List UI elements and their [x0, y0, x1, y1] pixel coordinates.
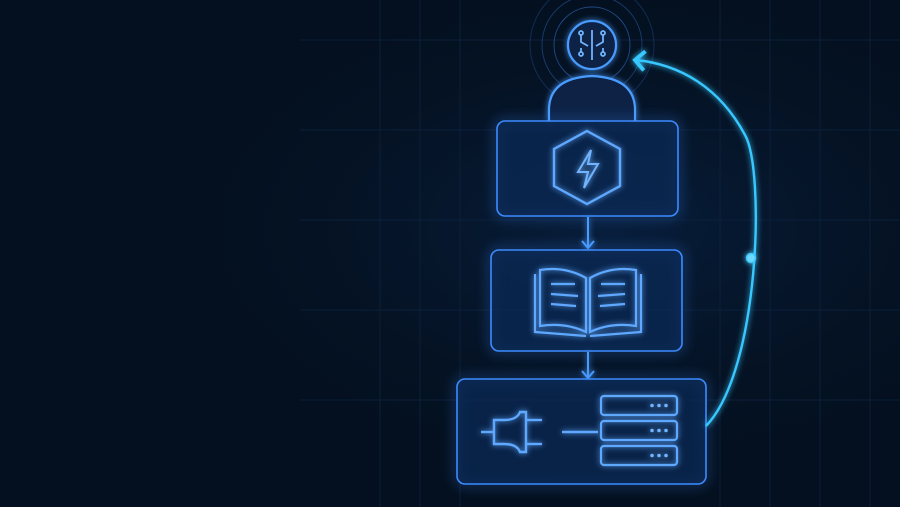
trigger-node [494, 118, 681, 219]
plug-icon [481, 410, 598, 454]
loop-node-dot [745, 252, 757, 264]
feedback-loop-arrow [632, 49, 757, 427]
agent-node [529, 0, 655, 121]
lightning-hexagon-icon [552, 129, 622, 206]
ai-agent-icon [547, 19, 637, 121]
trigger-box [496, 120, 679, 217]
integration-node [454, 376, 709, 487]
open-book-icon [533, 267, 643, 338]
server-stack-icon [599, 394, 679, 467]
knowledge-node [488, 247, 685, 354]
